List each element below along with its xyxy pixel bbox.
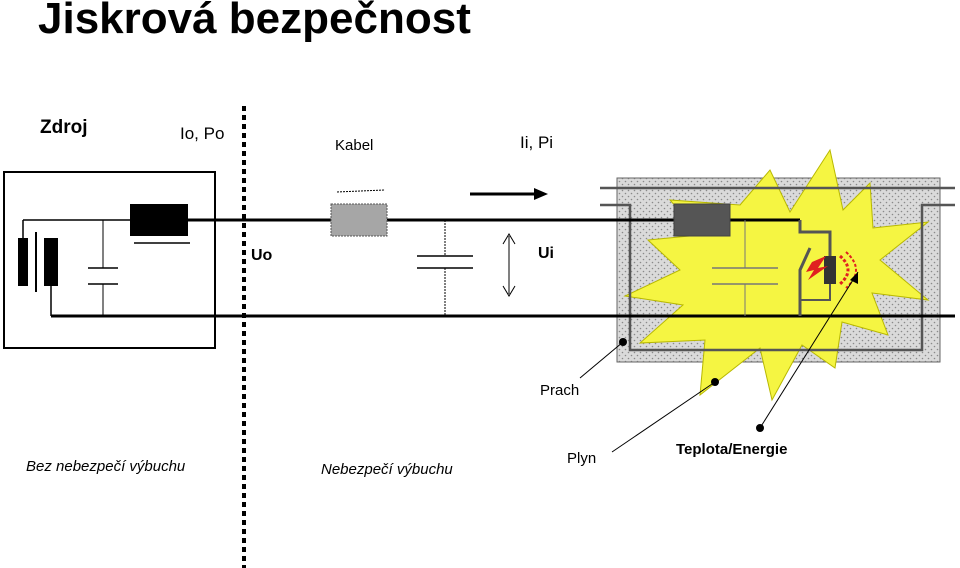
source-resistor-icon [130, 204, 190, 244]
label-safe-zone: Bez nebezpečí výbuchu [26, 458, 186, 475]
source-capacitor-icon [88, 220, 118, 316]
leader-prach [579, 338, 627, 379]
cable-resistor-icon [330, 189, 388, 237]
spark-contact-icon [798, 220, 857, 316]
leader-plyn [611, 378, 719, 453]
current-arrow-icon [470, 188, 548, 200]
label-io-po: Io, Po [180, 124, 225, 143]
page-title: Jiskrová bezpečnost [38, 0, 471, 43]
battery-icon [18, 219, 130, 316]
label-ui: Ui [538, 245, 554, 262]
label-zdroj: Zdroj [40, 117, 88, 138]
voltage-arrow-icon [502, 233, 516, 297]
label-prach: Prach [540, 382, 580, 399]
leader-teplota [756, 271, 859, 432]
device-resistor-icon [673, 203, 731, 237]
label-uo: Uo [251, 247, 273, 264]
label-kabel: Kabel [335, 137, 374, 154]
label-ii-pi: Ii, Pi [520, 133, 554, 152]
device-capacitor-icon [712, 220, 778, 316]
device-enclosure [600, 203, 955, 352]
label-teplota-energie: Teplota/Energie [676, 441, 788, 458]
source-box [3, 171, 216, 349]
label-hazard-zone: Nebezpečí výbuchu [321, 461, 453, 478]
cable-capacitor-icon [417, 220, 473, 316]
label-plyn: Plyn [567, 450, 597, 467]
